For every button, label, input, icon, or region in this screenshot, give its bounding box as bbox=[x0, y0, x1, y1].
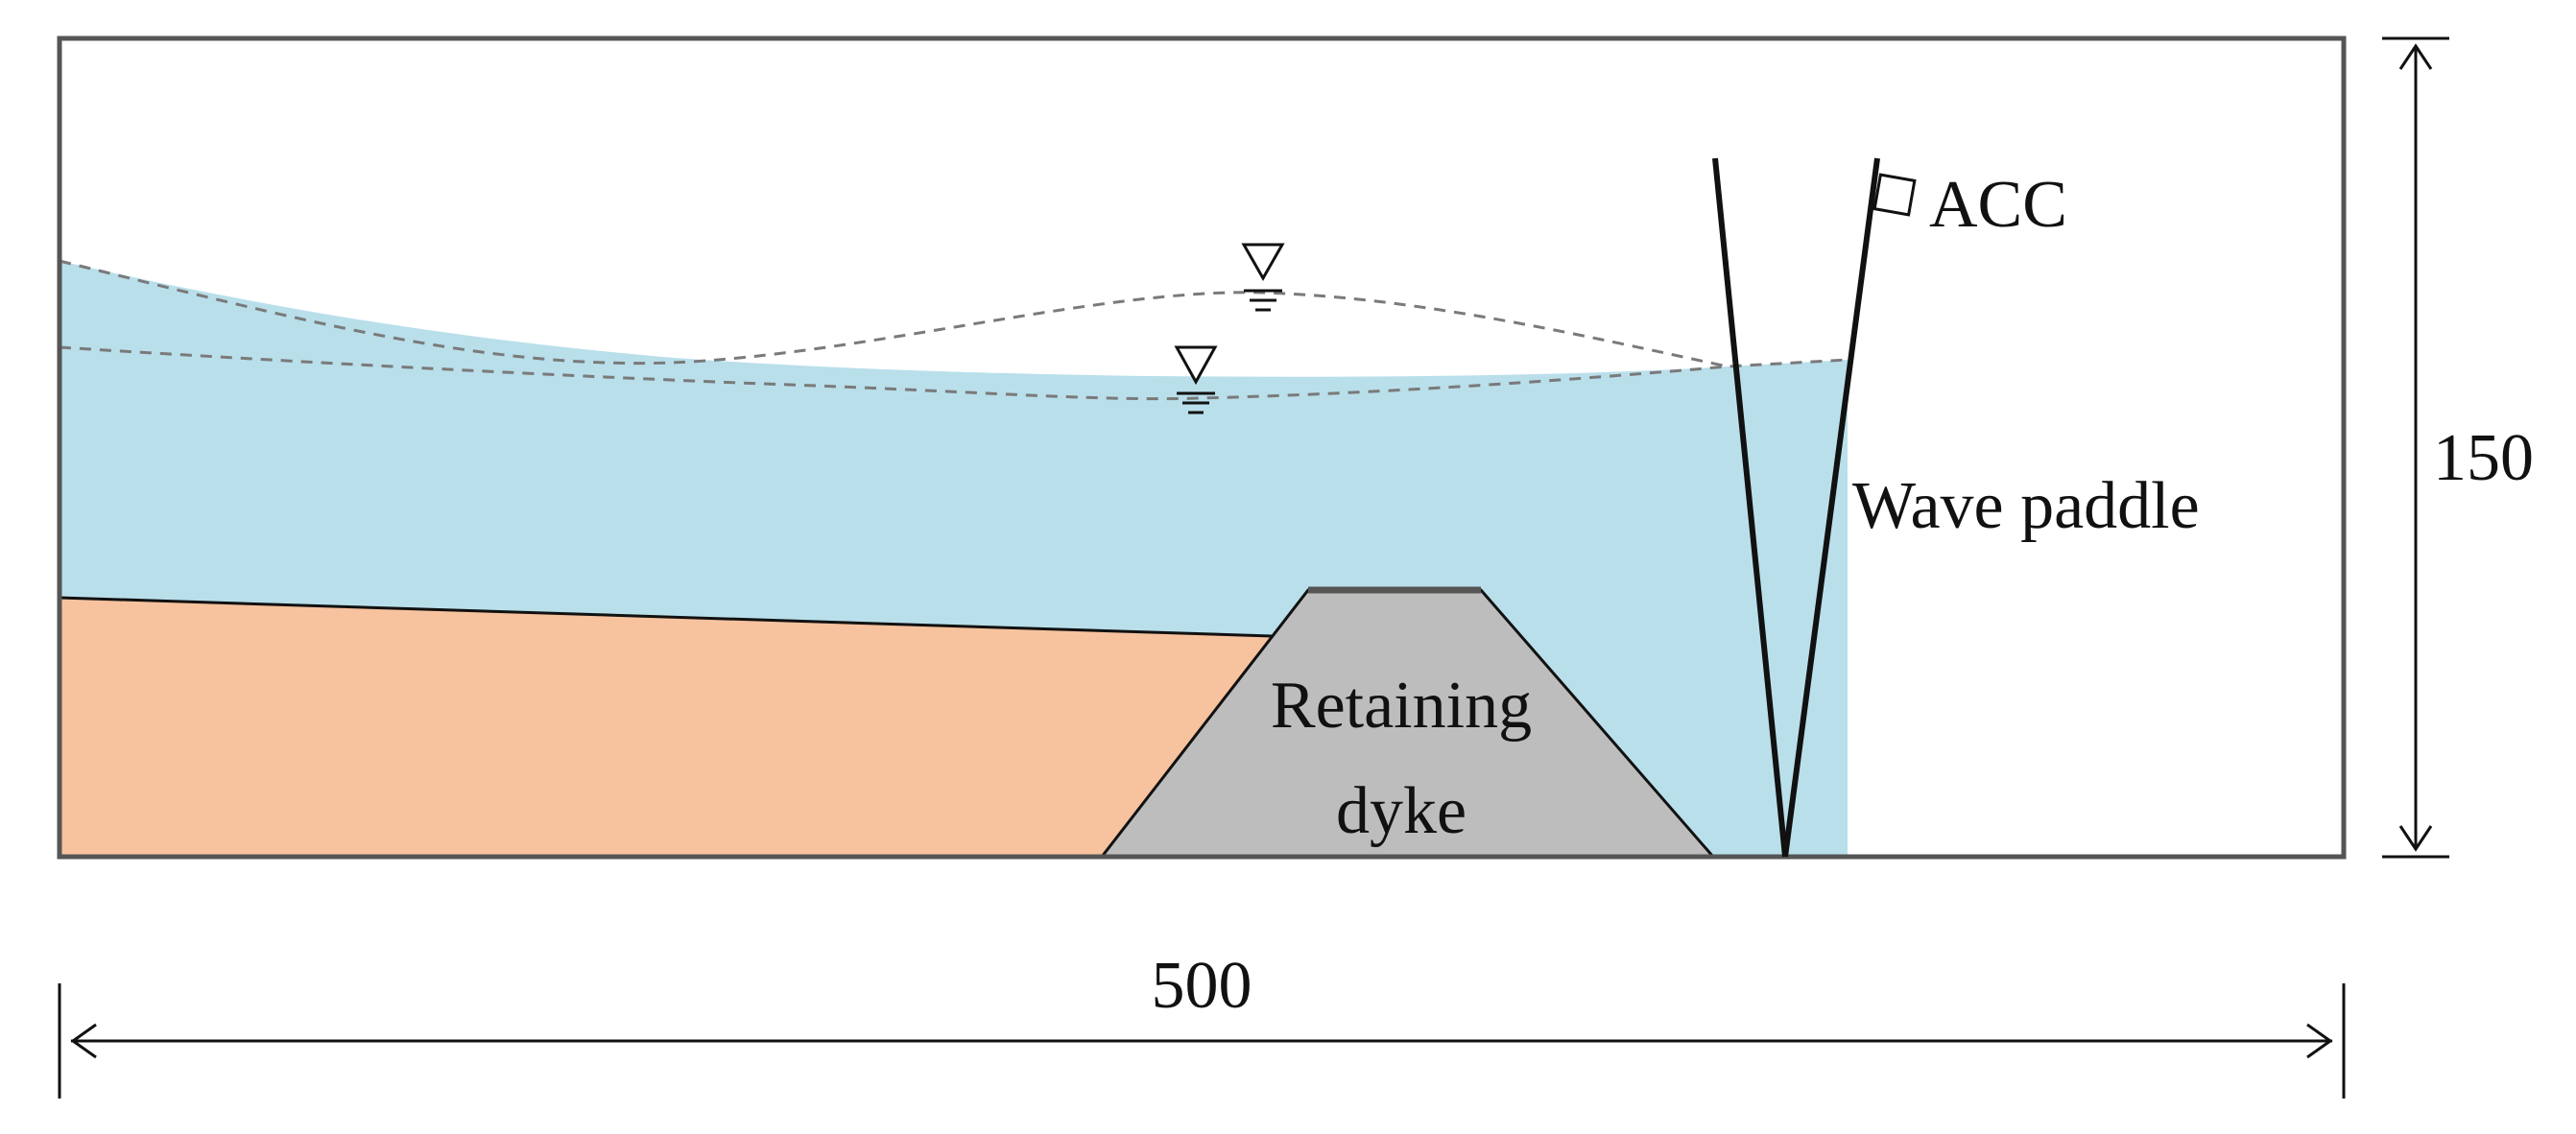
water-level-triangle-icon bbox=[1241, 243, 1285, 312]
retaining-dyke-label-line1: Retaining bbox=[1271, 669, 1532, 743]
height-dimension-label: 150 bbox=[2433, 421, 2534, 495]
wave-crest-dashed-line bbox=[59, 259, 1729, 368]
soil-surface-line bbox=[59, 596, 1273, 638]
height-dimension bbox=[2382, 36, 2449, 859]
width-dimension bbox=[58, 983, 2346, 1099]
soil-layer bbox=[60, 598, 1272, 857]
water-level-triangle-icon bbox=[1174, 345, 1218, 414]
wave-trough-dashed-line bbox=[59, 345, 1849, 401]
width-dimension-label: 500 bbox=[1152, 949, 1252, 1023]
tank-outline bbox=[57, 35, 2347, 860]
wave-paddle-label: Wave paddle bbox=[1852, 469, 2200, 543]
accelerometer-square-icon bbox=[1872, 173, 1917, 217]
retaining-dyke-label-line2: dyke bbox=[1336, 774, 1467, 848]
acc-label: ACC bbox=[1929, 168, 2067, 242]
wave-paddle bbox=[1712, 157, 1880, 858]
